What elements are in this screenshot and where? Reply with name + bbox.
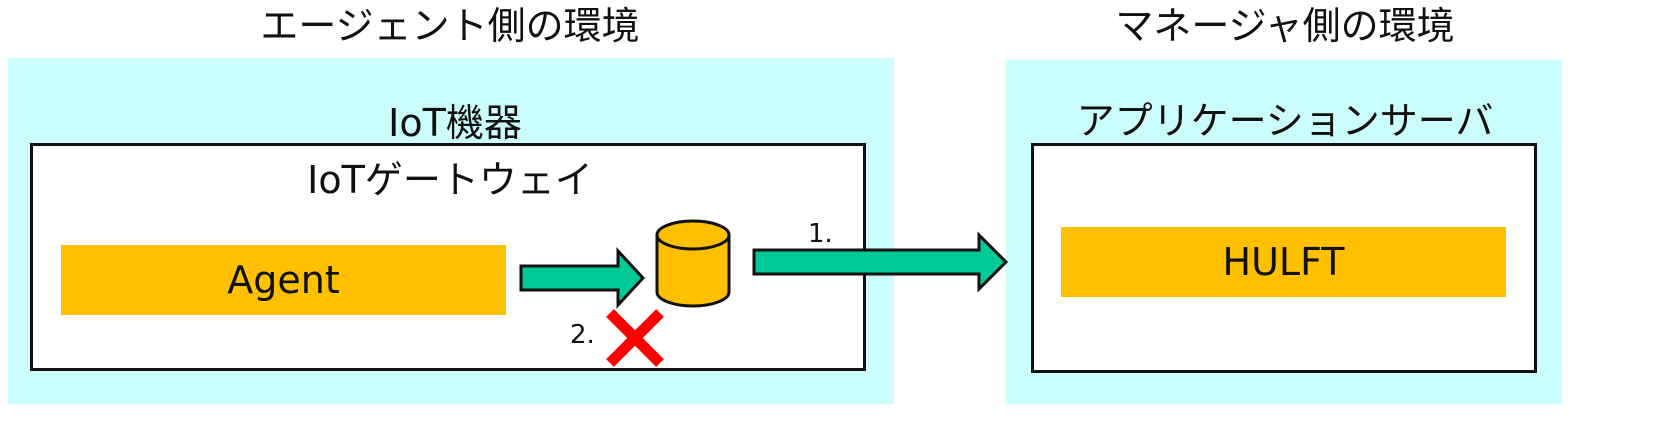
step-1-label: 1.	[808, 219, 833, 249]
iot-gateway-label: IoTゲートウェイ	[307, 158, 593, 202]
step-2-label: 2.	[570, 320, 595, 350]
agent-env-title: エージェント側の環境	[260, 4, 640, 48]
agent-to-storage-arrow	[519, 247, 646, 309]
application-server-label: アプリケーションサーバ	[1076, 99, 1494, 143]
agent-component: Agent	[61, 245, 506, 315]
storage-to-hulft-arrow	[752, 231, 1009, 293]
red-cross-icon	[606, 309, 664, 367]
hulft-component: HULFT	[1061, 227, 1506, 297]
database-cylinder-icon	[655, 219, 731, 308]
iot-device-label: IoT機器	[388, 101, 522, 145]
manager-env-title: マネージャ側の環境	[1115, 4, 1455, 48]
